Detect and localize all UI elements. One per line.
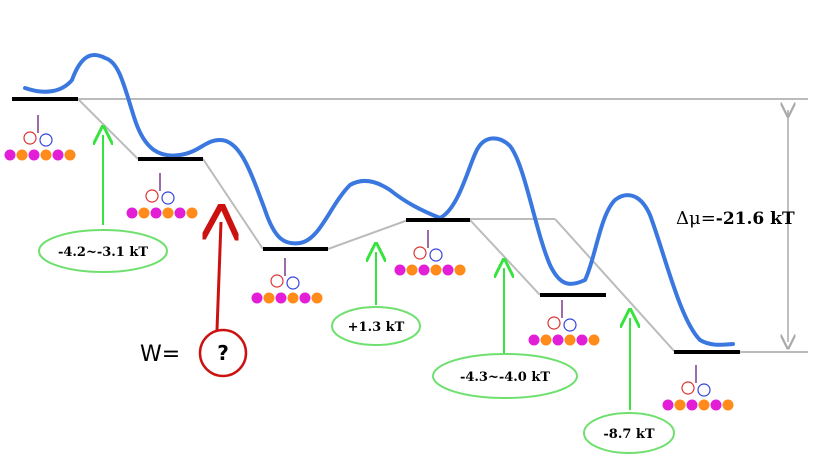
state-bars	[12, 97, 740, 354]
energy-barrier-curve	[23, 52, 735, 347]
motor-state-icon	[4, 115, 76, 161]
motor-state-icon	[528, 300, 600, 346]
energy-label-4: -8.7 kT	[583, 412, 675, 454]
motor-state-icon	[126, 173, 198, 219]
work-value: ?	[217, 341, 229, 365]
work-arrow	[217, 222, 221, 331]
motor-state-icon	[394, 230, 466, 276]
energy-label-2: +1.3 kT	[331, 306, 421, 346]
svg-text:+1.3 kT: +1.3 kT	[348, 320, 405, 335]
svg-text:-4.2~-3.1 kT: -4.2~-3.1 kT	[58, 245, 148, 260]
svg-text:-8.7 kT: -8.7 kT	[603, 427, 655, 442]
energy-label-1: -4.2~-3.1 kT	[38, 229, 168, 273]
energy-label-3: -4.3~-4.0 kT	[432, 353, 578, 399]
motor-state-icon	[251, 258, 323, 304]
work-label: W=	[140, 342, 180, 367]
motor-state-icon	[662, 365, 734, 411]
work-circle	[198, 328, 248, 378]
delta-mu-label: Δμ=-21.6 kT	[676, 208, 795, 229]
svg-text:-4.3~-4.0 kT: -4.3~-4.0 kT	[460, 370, 550, 385]
